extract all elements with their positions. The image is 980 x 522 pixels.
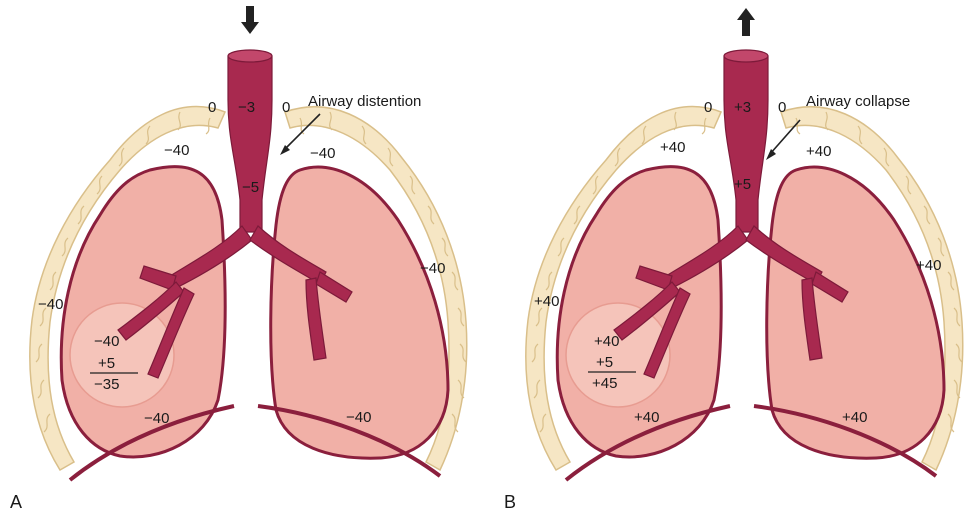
alveolus-pressure-result: −35 [94,376,119,393]
up-arrow-icon [737,8,755,36]
pleural-pressure-bottom-right: +40 [842,409,867,426]
panel-letter: A [10,492,22,512]
mouth-pressure-right: 0 [778,99,786,116]
pleural-pressure-bottom-left: −40 [144,410,169,427]
mouth-pressure-left: 0 [704,99,712,116]
alveolus-pressure-mid: +5 [596,354,613,371]
trachea-pressure-upper: −3 [238,99,255,116]
pleural-pressure-bottom-right: −40 [346,409,371,426]
down-arrow-icon [241,6,259,34]
pleural-pressure-side-left: +40 [534,293,559,310]
alveolus-pressure-mid: +5 [98,355,115,372]
alveolus-pressure-top: +40 [594,333,619,350]
pleural-pressure-side-left: −40 [38,296,63,313]
pleural-pressure-upper-left: −40 [164,142,189,159]
panel-letter: B [504,492,516,512]
mouth-pressure-left: 0 [208,99,216,116]
alveolus-pressure-top: −40 [94,333,119,350]
pleural-pressure-bottom-left: +40 [634,409,659,426]
pleural-pressure-upper-right: +40 [806,143,831,160]
alveolus-pressure-result: +45 [592,375,617,392]
pleural-pressure-side-right: +40 [916,257,941,274]
pleural-pressure-upper-right: −40 [310,145,335,162]
mouth-pressure-right: 0 [282,99,290,116]
airway-label: Airway collapse [806,93,910,110]
pleural-pressure-upper-left: +40 [660,139,685,156]
trachea-pressure-lower: +5 [734,176,751,193]
pointer-arrow-icon [766,120,800,160]
airway-label: Airway distention [308,93,421,110]
trachea-pressure-lower: −5 [242,179,259,196]
pleural-pressure-side-right: −40 [420,260,445,277]
panel-a: 0 −3 0 −5 Airway distention −40 −40 −40 … [10,6,467,512]
trachea-pressure-upper: +3 [734,99,751,116]
panel-b: 0 +3 0 +5 Airway collapse +40 +40 +40 +4… [504,8,963,512]
